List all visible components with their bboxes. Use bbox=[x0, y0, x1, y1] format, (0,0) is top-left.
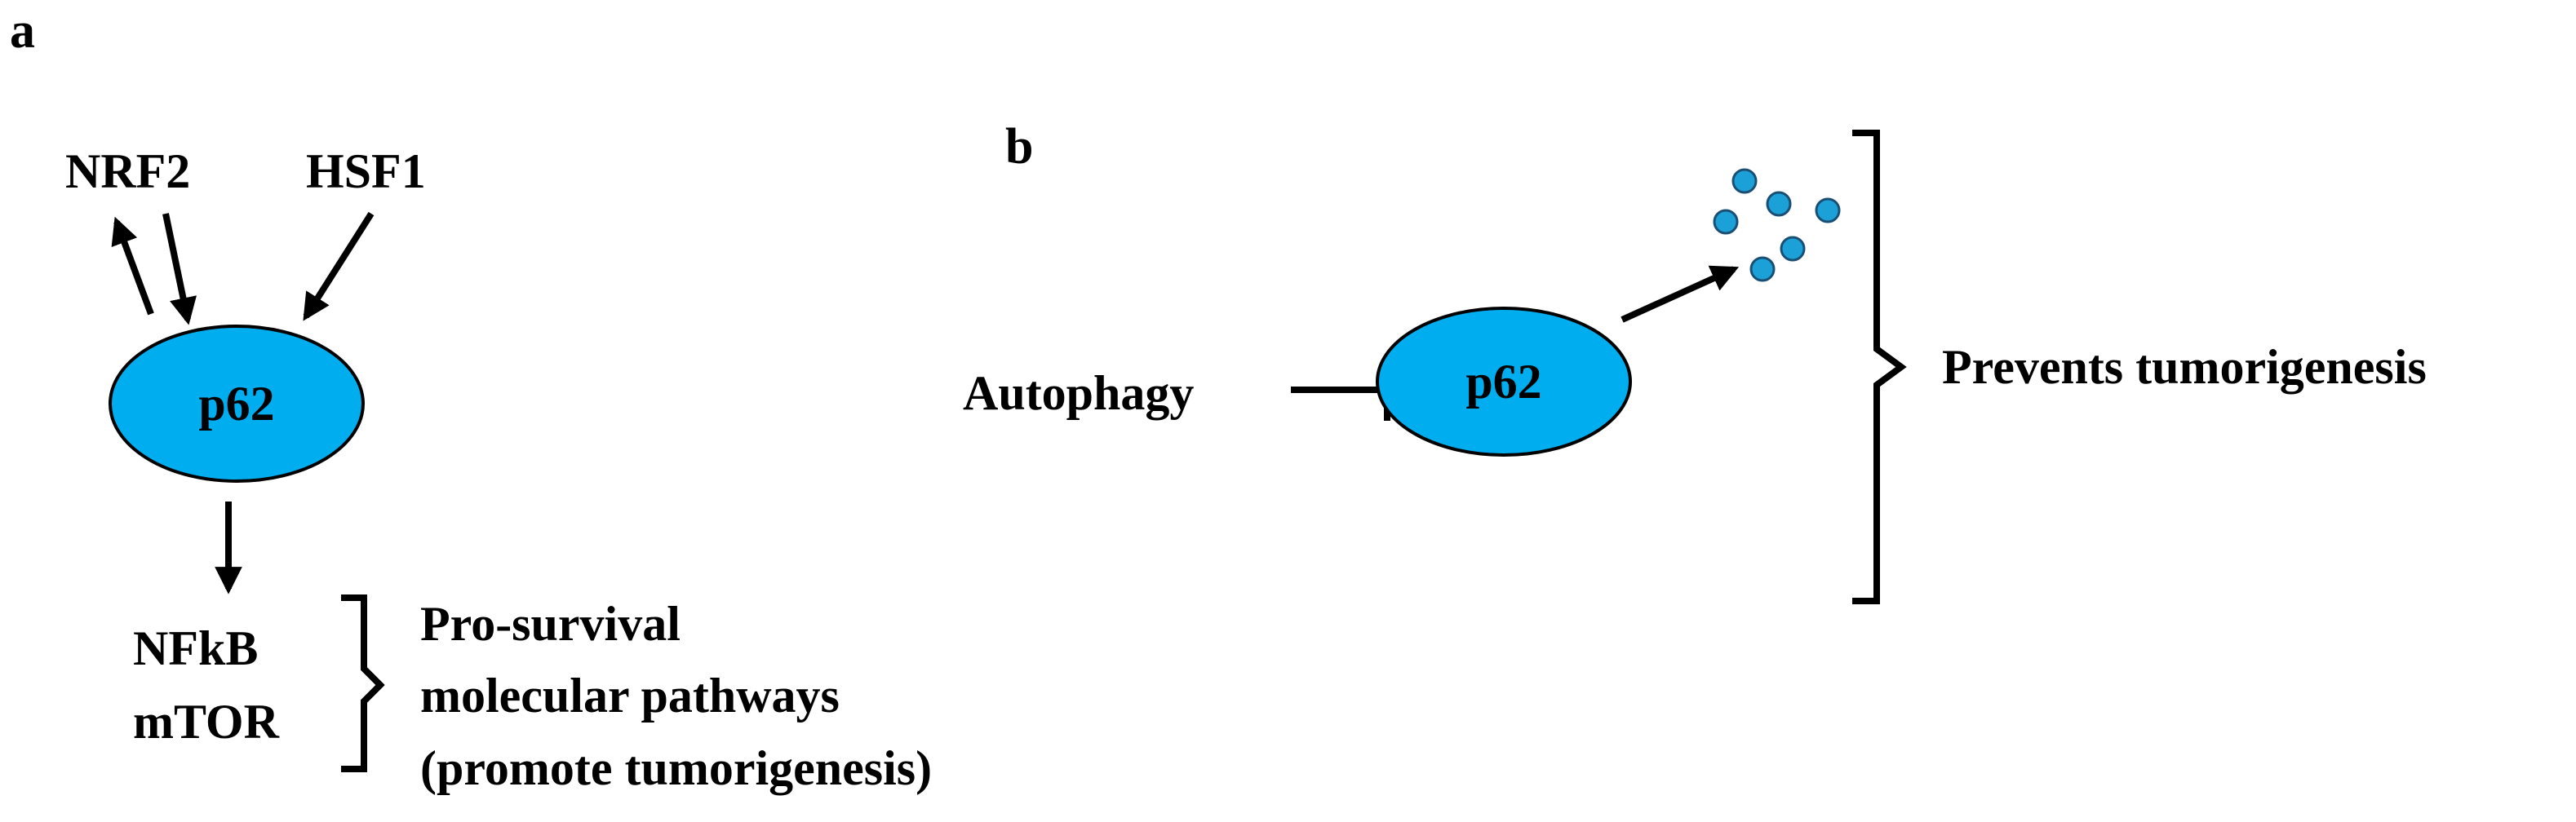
arrow-nrf2-to-p62 bbox=[162, 213, 197, 325]
fragment-dot bbox=[1731, 168, 1758, 194]
p62-node-a-shape bbox=[109, 325, 365, 483]
pathways-bracket bbox=[341, 594, 385, 772]
p62-node-a: p62 bbox=[109, 325, 365, 483]
hsf1-label: HSF1 bbox=[306, 144, 426, 198]
arrow-p62-to-fragments bbox=[1621, 265, 1740, 323]
p62-node-a-label: p62 bbox=[198, 377, 274, 431]
nrf2-label: NRF2 bbox=[65, 144, 190, 198]
fragment-dot bbox=[1766, 191, 1792, 217]
pathways-desc-line3: (promote tumorigenesis) bbox=[420, 741, 932, 795]
pathways-desc-line2: molecular pathways bbox=[420, 669, 840, 723]
nfkb-label: NFkB bbox=[133, 621, 258, 675]
p62-node-b: p62 bbox=[1376, 307, 1632, 457]
p62-node-b-shape bbox=[1376, 307, 1632, 457]
autophagy-label: Autophagy bbox=[963, 366, 1194, 420]
mtor-label: mTOR bbox=[133, 695, 280, 749]
panel-a-letter: a bbox=[10, 3, 35, 59]
arrow-hsf1-to-p62 bbox=[303, 211, 375, 321]
fragment-dot bbox=[1815, 197, 1841, 223]
p62-node-b-label: p62 bbox=[1465, 355, 1541, 409]
panel-b-letter: b bbox=[1005, 119, 1033, 175]
degraded-p62-fragments bbox=[1713, 168, 1841, 282]
arrow-p62-to-nrf2 bbox=[111, 216, 154, 316]
outcome-label: Prevents tumorigenesis bbox=[1942, 340, 2427, 394]
fragment-dot bbox=[1713, 209, 1739, 235]
fragment-dot bbox=[1780, 236, 1806, 262]
pathways-desc-line1: Pro-survival bbox=[420, 597, 681, 651]
outcome-bracket bbox=[1852, 130, 1907, 604]
fragment-dot bbox=[1749, 256, 1776, 282]
